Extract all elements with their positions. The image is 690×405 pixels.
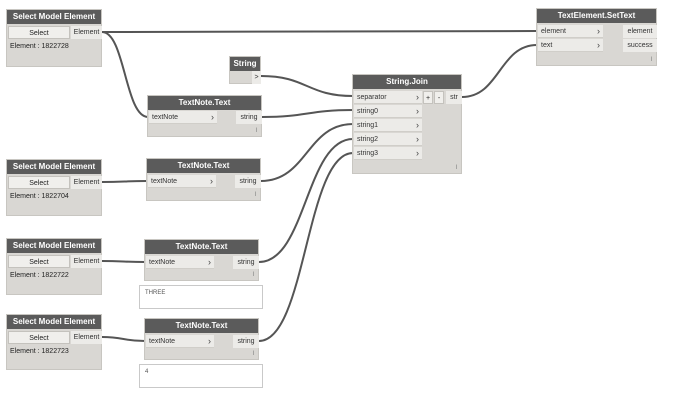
chevron-right-icon: › [597,26,600,36]
text-input-port[interactable]: text › [538,39,603,52]
string-output-port[interactable]: > [252,71,261,84]
node-title: Select Model Element [7,239,101,253]
lacing-icon: l [253,272,255,278]
port-label: string1 [357,122,379,129]
node-title: TextNote.Text [145,319,258,333]
separator-input-port[interactable]: separator › [354,91,422,104]
node-title: TextNote.Text [145,240,258,254]
port-label: string0 [357,108,379,115]
wire-textnote4-to-join-string3[interactable] [258,152,354,342]
select-model-element-node-3[interactable]: Select Model Element Select Element Elem… [6,238,102,295]
port-label: textNote [151,178,178,185]
select-button[interactable]: Select [8,176,70,189]
wire-select1-to-settext-element[interactable] [101,30,538,33]
port-label: textNote [149,259,176,266]
port-label: element [541,28,566,35]
chevron-right-icon: › [208,336,211,346]
string-output-port[interactable]: string [236,111,262,124]
node-title: TextNote.Text [147,159,260,173]
wire-select3-to-textnote3[interactable] [101,260,146,263]
chevron-right-icon: › [416,120,419,130]
string-output-port[interactable]: string [233,335,259,348]
port-label: string3 [357,150,379,157]
wire-select1-to-textnote1[interactable] [101,31,149,118]
lacing-icon: l [256,128,258,134]
element-input-port[interactable]: element › [538,25,603,38]
output-preview-bubble: THREE [139,285,263,309]
wire-join-to-settext-text[interactable] [461,44,538,98]
select-model-element-node-1[interactable]: Select Model Element Select Element Elem… [6,9,102,67]
textnote-text-node-1[interactable]: TextNote.Text textNote › string l [147,95,262,137]
wire-textnote2-to-join-string1[interactable] [260,123,354,182]
string-node[interactable]: String > [229,56,261,84]
chevron-right-icon: › [208,257,211,267]
element-output-port[interactable]: Element [71,331,102,344]
port-label: text [541,42,553,49]
element-output-port[interactable]: Element [71,176,102,189]
lacing-icon: l [253,351,255,357]
node-title: Select Model Element [7,160,101,174]
chevron-right-icon: › [211,112,214,122]
chevron-right-icon: › [416,148,419,158]
node-title: Select Model Element [7,10,101,24]
chevron-right-icon: › [416,134,419,144]
remove-input-button[interactable]: - [434,91,444,104]
element-value: Element : 1822704 [10,193,69,200]
chevron-right-icon: › [416,92,419,102]
success-output-port[interactable]: success [623,39,657,52]
lacing-icon: l [651,57,653,63]
wire-textnote1-to-join-string0[interactable] [261,109,354,118]
string-output-port[interactable]: string [235,175,261,188]
node-title: TextElement.SetText [537,9,656,23]
textnote-input-port[interactable]: textNote › [148,175,216,188]
textelement-settext-node[interactable]: TextElement.SetText element › text › ele… [536,8,657,66]
string2-input-port[interactable]: string2 › [354,133,422,146]
node-title: TextNote.Text [148,96,261,110]
wire-string-to-join-separator[interactable] [260,75,354,97]
port-label: textNote [149,338,176,345]
textnote-text-node-4[interactable]: TextNote.Text textNote › string l [144,318,259,360]
element-output-port[interactable]: Element [71,26,102,39]
chevron-right-icon: › [210,176,213,186]
node-title: Select Model Element [7,315,101,329]
element-value: Element : 1822723 [10,348,69,355]
element-value: Element : 1822722 [10,272,69,279]
select-button[interactable]: Select [8,26,70,39]
string0-input-port[interactable]: string0 › [354,105,422,118]
chevron-right-icon: › [416,106,419,116]
textnote-text-node-3[interactable]: TextNote.Text textNote › string l [144,239,259,281]
string-output-port[interactable]: string [233,256,259,269]
textnote-input-port[interactable]: textNote › [146,335,214,348]
select-button[interactable]: Select [8,255,70,268]
str-output-port[interactable]: str [446,91,462,104]
lacing-icon: l [456,165,458,171]
wire-select4-to-textnote4[interactable] [101,336,146,342]
node-title: String.Join [353,75,461,89]
string3-input-port[interactable]: string3 › [354,147,422,160]
textnote-text-node-2[interactable]: TextNote.Text textNote › string l [146,158,261,201]
string-join-node[interactable]: String.Join separator › string0 › string… [352,74,462,174]
textnote-input-port[interactable]: textNote › [149,111,217,124]
lacing-icon: l [255,192,257,198]
wire-textnote3-to-join-string2[interactable] [258,138,354,263]
select-model-element-node-2[interactable]: Select Model Element Select Element Elem… [6,159,102,216]
select-model-element-node-4[interactable]: Select Model Element Select Element Elem… [6,314,102,370]
port-label: separator [357,94,387,101]
textnote-input-port[interactable]: textNote › [146,256,214,269]
select-button[interactable]: Select [8,331,70,344]
output-preview-bubble: 4 [139,364,263,388]
add-input-button[interactable]: + [423,91,433,104]
port-label: string2 [357,136,379,143]
chevron-right-icon: › [597,40,600,50]
wire-select2-to-textnote2[interactable] [101,180,148,183]
port-label: textNote [152,114,179,121]
node-title: String [230,57,260,71]
element-output-port[interactable]: Element [71,255,102,268]
element-value: Element : 1822728 [10,43,69,50]
element-output-port[interactable]: element [623,25,657,38]
string1-input-port[interactable]: string1 › [354,119,422,132]
